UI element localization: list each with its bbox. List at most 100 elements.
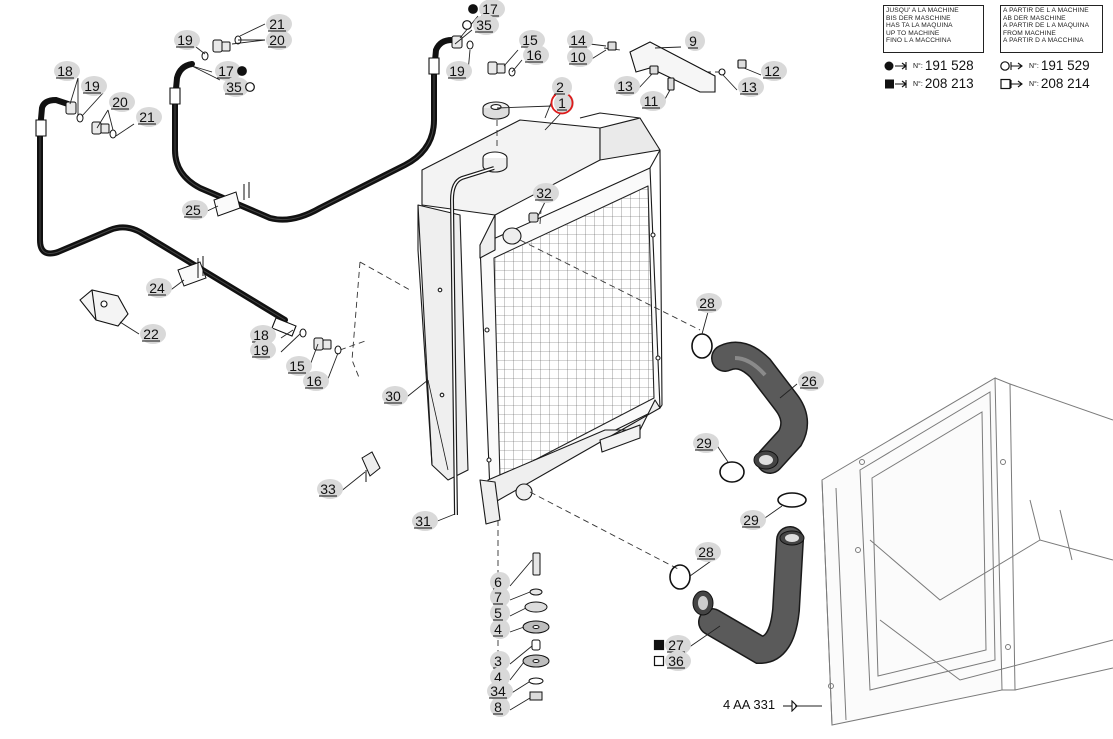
callout-bubble (266, 30, 292, 50)
callout-bubble (738, 77, 764, 97)
radiator-cap (482, 101, 510, 120)
callout-number: 4 (494, 669, 502, 685)
coolant-hose-upper (711, 341, 809, 474)
callout-bubble (266, 14, 292, 34)
legend-line: HAS TA LA MAQUINA (886, 22, 953, 30)
callout-bubble (696, 293, 722, 313)
callout-number: 5 (494, 605, 502, 621)
serial-prefix: N°: (913, 62, 923, 70)
callout-number: 31 (415, 513, 431, 529)
callout-35: 35 (223, 77, 255, 97)
callout-bubble (223, 77, 249, 97)
fittings-top (201, 35, 516, 77)
mounting-block (79, 289, 129, 327)
callout-bubble (146, 278, 172, 298)
callout-number: 29 (743, 512, 759, 528)
triangle-flag-icon (782, 699, 798, 712)
callout-number: 21 (269, 16, 285, 32)
legend-line: A PARTIR DE L A MAQUINA (1003, 22, 1090, 30)
callout-bubble (479, 0, 505, 19)
callout-number: 7 (494, 589, 502, 605)
legend-line: FINO L A MACCHINA (886, 37, 952, 45)
callout-number: 20 (269, 32, 285, 48)
callout-number: 20 (112, 94, 128, 110)
callout-bubble (140, 324, 166, 344)
callout-13: 13 (738, 77, 764, 97)
callout-number: 19 (84, 78, 100, 94)
hose-clamps (177, 182, 250, 287)
callout-bubble (567, 30, 593, 50)
callout-7: 7 (490, 587, 510, 607)
callout-bubble (567, 47, 593, 67)
filled-square-marker-icon (653, 639, 665, 651)
page-reference: 4 AA 331 (723, 697, 798, 712)
callout-bubble (473, 15, 499, 35)
callout-19: 19 (250, 340, 276, 360)
open-circle-marker-icon (462, 20, 472, 30)
callout-bubble (286, 356, 312, 376)
callout-number: 17 (482, 1, 498, 17)
callout-35: 35 (462, 15, 499, 35)
from-hollow-square-marker-icon (1000, 79, 1023, 90)
callout-bubble (552, 77, 572, 97)
callout-bubble (487, 681, 513, 701)
callout-number: 26 (801, 373, 817, 389)
callout-28: 28 (695, 542, 721, 562)
filled-dot-marker-icon (468, 4, 478, 14)
callout-14: 14 (567, 30, 593, 50)
callout-21: 21 (266, 14, 292, 34)
callout-number: 11 (644, 93, 659, 109)
callout-16: 16 (523, 45, 549, 65)
callout-8: 8 (490, 697, 510, 717)
callout-number: 24 (149, 280, 165, 296)
serial-number: 191 529 (1040, 58, 1090, 73)
callout-number: 35 (476, 17, 492, 33)
callout-number: 12 (764, 63, 780, 79)
machine-frame (821, 377, 1113, 726)
callout-bubble (490, 572, 510, 592)
callout-number: 14 (570, 32, 586, 48)
drain-fitting (361, 451, 381, 482)
callout-number: 3 (494, 653, 502, 669)
callout-2: 2 (552, 77, 572, 97)
callout-number: 9 (689, 33, 697, 49)
legend-line: AB DER MASCHINE (1003, 14, 1066, 22)
callout-33: 33 (317, 479, 343, 499)
callout-bubble (303, 371, 329, 391)
callout-number: 32 (536, 185, 552, 201)
legend-from-machine: A PARTIR DE L A MACHINE AB DER MASCHINE … (1000, 5, 1103, 53)
serial-number: 208 214 (1040, 76, 1090, 91)
callout-number: 6 (494, 574, 502, 590)
callout-34: 34 (487, 681, 513, 701)
callout-number: 1 (558, 95, 566, 111)
callout-24: 24 (146, 278, 172, 298)
callout-bubble (665, 651, 691, 671)
callout-30: 30 (382, 386, 408, 406)
callout-18: 18 (250, 325, 276, 345)
callout-number: 30 (385, 388, 401, 404)
legend-line: JUSQU' A LA MACHINE (886, 7, 959, 14)
callout-number: 29 (696, 435, 712, 451)
callout-bubble (490, 619, 510, 639)
callout-11: 11 (640, 91, 666, 111)
callout-32: 32 (533, 183, 559, 203)
serial-number: 208 213 (924, 76, 974, 91)
page-reference-text: 4 AA 331 (723, 697, 776, 712)
callout-bubble (519, 30, 545, 50)
callout-number: 16 (526, 47, 542, 63)
legend-line: FROM MACHINE (1003, 29, 1056, 37)
callout-number: 25 (185, 202, 201, 218)
callout-bubble (740, 510, 766, 530)
from-circle-marker-icon (1000, 61, 1023, 72)
callout-36: 36 (653, 651, 691, 671)
serial-up-to-square: N°:208 213 (884, 76, 974, 91)
filled-dot-marker-icon (237, 66, 247, 76)
callout-9: 9 (685, 31, 705, 51)
callout-5: 5 (490, 603, 510, 623)
callout-bubble (382, 386, 408, 406)
callout-bubble (250, 340, 276, 360)
radiator-assembly (417, 112, 663, 525)
callout-number: 36 (668, 653, 684, 669)
callout-22: 22 (140, 324, 166, 344)
